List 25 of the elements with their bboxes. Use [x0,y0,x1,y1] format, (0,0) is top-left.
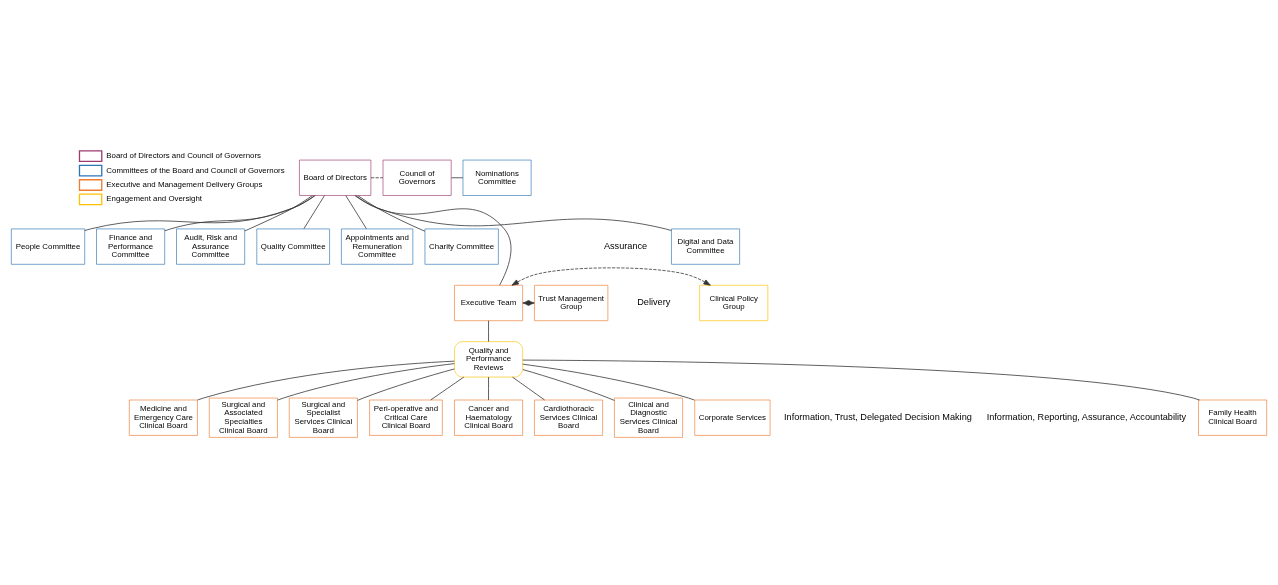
connector [355,195,512,286]
connector [197,360,455,401]
arrow [511,267,711,286]
connector [488,320,489,342]
connector [522,363,695,401]
label: Information, Reporting, Assurance, Accountability [986,412,1187,423]
connector [430,376,465,401]
connector [345,195,367,230]
connector [354,195,672,231]
connector [164,195,316,232]
label: Assurance [603,241,648,252]
connector [244,195,313,232]
connector [357,195,426,232]
connector [512,376,545,401]
connector [277,363,455,401]
connector [522,369,615,401]
connector [357,368,455,401]
connector [370,177,384,179]
connector [84,195,316,231]
label: Delivery [637,297,671,308]
connector [488,376,489,401]
connector [522,359,1200,401]
label: Information, Trust, Delegated Decision Making [784,412,972,423]
connector [303,195,325,230]
connector [451,177,464,179]
